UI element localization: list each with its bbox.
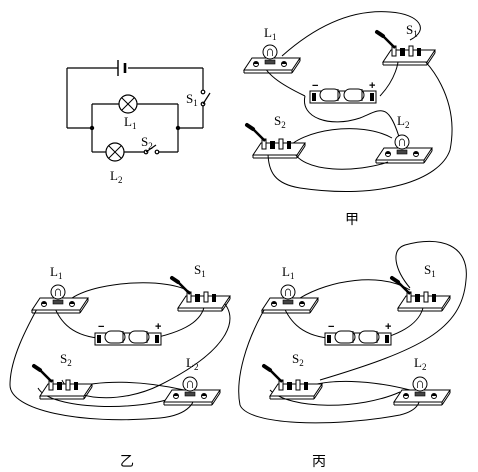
panel-jia-battery	[309, 88, 377, 104]
panel-bing-lamp-l2	[393, 376, 451, 406]
panel-jia-caption: 甲	[345, 212, 359, 228]
panel-yi-switch-s1	[170, 276, 232, 313]
panel-yi-caption: 乙	[120, 454, 134, 470]
panel-yi-battery-plus: +	[155, 321, 161, 333]
panel-bing-switch-s1	[390, 276, 452, 313]
switch-s2-symbol	[143, 144, 160, 155]
panel-bing-caption: 丙	[312, 454, 326, 470]
panel-yi-battery-minus: −	[98, 321, 104, 333]
panel-bing-battery-minus: −	[328, 321, 334, 333]
panel-bing-battery	[324, 330, 392, 346]
switch-s1-symbol	[200, 89, 211, 107]
schematic-label-s2: S2	[141, 134, 153, 151]
panel-jia-label-l2: L2	[397, 113, 409, 130]
panel-bing-label-s2: S2	[292, 351, 304, 368]
panel-bing-label-l2: L2	[414, 355, 426, 372]
schematic-label-l1: L1	[124, 114, 136, 131]
panel-jia-label-s1: S1	[406, 22, 418, 39]
panel-bing-battery-plus: +	[385, 321, 391, 333]
panel-bing-label-s1: S1	[424, 262, 436, 279]
panel-yi-lamp-l2	[163, 376, 221, 406]
panel-yi-label-l2: L2	[186, 355, 198, 372]
panel-bing-lamp-l1	[261, 284, 319, 314]
panel-jia: L1 S1 S2 L2 − + 甲	[243, 11, 453, 228]
battery-symbol	[117, 60, 127, 76]
panel-yi-battery	[94, 330, 162, 346]
lamp-l1-symbol	[118, 94, 138, 114]
panel-jia-lamp-l2	[375, 134, 433, 164]
panel-bing-switch-s2	[262, 364, 324, 401]
panel-jia-label-s2: S2	[274, 113, 286, 130]
panel-yi-label-s1: S1	[194, 262, 206, 279]
panel-jia-battery-minus: −	[312, 80, 318, 92]
lamp-l2-symbol	[105, 142, 125, 162]
panel-yi-label-l1: L1	[50, 264, 62, 281]
panel-jia-wires	[259, 11, 453, 193]
panel-bing: L1 S1 S2 L2 − + 丙	[238, 240, 467, 470]
schematic-label-l2: L2	[110, 168, 122, 185]
panel-bing-label-l1: L1	[282, 264, 294, 281]
panel-yi: L1 S1 S2 L2 − + 乙	[9, 262, 232, 470]
schematic-label-s1: S1	[186, 91, 198, 108]
panel-yi-label-s2: S2	[60, 351, 72, 368]
panel-jia-lamp-l1	[243, 44, 301, 74]
panel-yi-lamp-l1	[31, 284, 89, 314]
junction-dots	[89, 125, 181, 131]
circuit-schematic	[66, 67, 204, 153]
panel-jia-battery-plus: +	[369, 80, 375, 92]
panel-jia-label-l1: L1	[264, 25, 276, 42]
